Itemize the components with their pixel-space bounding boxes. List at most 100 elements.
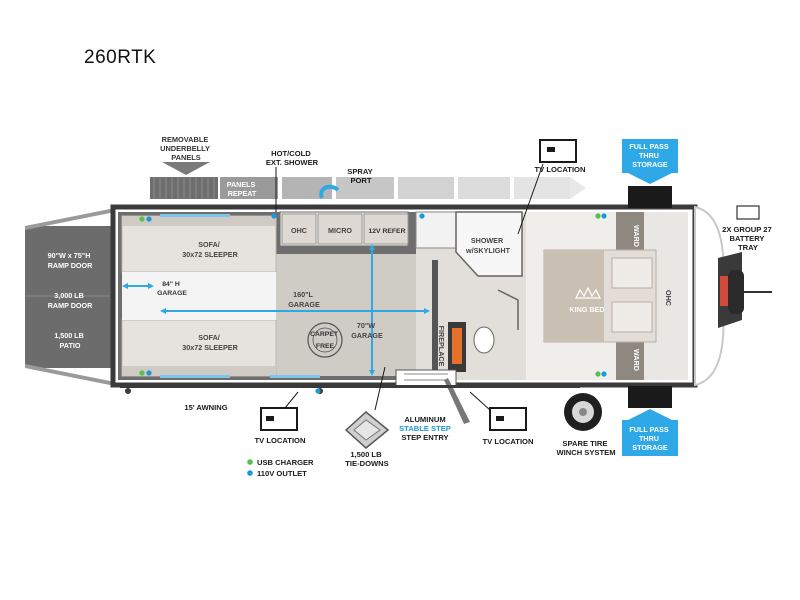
panels-repeat-label: REPEAT — [228, 189, 257, 198]
svg-text:SPARE TIRE WINCH SYSTEM: SPARE TIRE WINCH SYSTEM — [556, 439, 615, 457]
step-entry-label: STEP ENTRY — [401, 433, 448, 442]
svg-text:84" H GARAGE: 84" H GARAGE — [157, 281, 187, 297]
tie-downs-label: TIE-DOWNS — [345, 459, 388, 468]
ramp-door-size-label: 90"W x 75"H — [48, 251, 91, 260]
svg-text:90"W x 75"H RAMP DOOR: 90"W x 75"H RAMP DOOR — [48, 251, 93, 270]
garage-height-label: 84" H — [162, 281, 180, 288]
full-pass-top-label: STORAGE — [632, 160, 668, 169]
awning-label: 15' AWNING — [184, 403, 227, 412]
full-pass-storage-top — [622, 139, 678, 208]
dimension-arrows — [122, 244, 430, 376]
hot-cold-shower-label: EXT. SHOWER — [266, 158, 319, 167]
svg-text:CARPET FREE: CARPET FREE — [310, 331, 340, 350]
hose-icon — [319, 184, 340, 199]
sofa-top-label: 30x72 SLEEPER — [182, 250, 238, 259]
tv-location-right-label: TV LOCATION — [483, 437, 534, 446]
full-pass-bottom-label: STORAGE — [632, 443, 668, 452]
svg-text:REMOVABLE UNDERBELLY P: REMOVABLE UNDERBELLY PANELS — [160, 135, 212, 162]
legend: USB CHARGER 110V OUTLET — [247, 458, 314, 478]
carpet-free-label: FREE — [316, 343, 335, 350]
patio-label: PATIO — [60, 341, 81, 350]
patio-label: 1,500 LB — [54, 331, 84, 340]
ohc-kitchen-label: OHC — [291, 226, 307, 235]
garage-length-label: GARAGE — [288, 300, 320, 309]
svg-text:2X GROUP 27 BATTERY TR: 2X GROUP 27 BATTERY TRAY — [722, 225, 774, 252]
svg-text:SOFA/ 30x72 SLEEPER: SOFA/ 30x72 SLEEPER — [182, 333, 238, 352]
svg-text:3,000 LB RAMP DOOR: 3,000 LB RAMP DOOR — [48, 291, 93, 310]
sofa-top-label: SOFA/ — [198, 240, 220, 249]
svg-text:70"W GARAGE: 70"W GARAGE — [351, 321, 383, 340]
removable-panels-label: PANELS — [171, 153, 200, 162]
garage-width-label: 70"W — [357, 321, 375, 330]
tv-icon — [489, 407, 527, 431]
svg-text:1,500 LB PATIO: 1,500 LB PATIO — [54, 331, 86, 350]
removable-panels-label: UNDERBELLY — [160, 144, 210, 153]
hitch — [718, 252, 772, 328]
ohc-bed-label: OHC — [664, 290, 673, 306]
refer-label: 12V REFER — [368, 228, 405, 235]
tv-icon — [539, 139, 577, 163]
svg-text:FULL PASS THRU STORAGE: FULL PASS THRU STORAGE — [629, 142, 670, 169]
svg-text:1,500 LB TIE-DOWNS: 1,500 LB TIE-DOWNS — [345, 450, 388, 468]
svg-text:HOT/COLD EXT. SHOWER: HOT/COLD EXT. SHOWER — [266, 149, 319, 167]
tv-icon — [260, 407, 298, 431]
spare-tire-label: SPARE TIRE — [562, 439, 607, 448]
step-entry-label: ALUMINUM — [404, 415, 445, 424]
sofa-bottom-label: SOFA/ — [198, 333, 220, 342]
shower-label: w/SKYLIGHT — [465, 246, 511, 255]
legend-outlet-label: 110V OUTLET — [257, 469, 307, 478]
down-arrow-icon — [162, 162, 210, 175]
outlet-markers — [139, 213, 607, 394]
full-pass-top-label: FULL PASS — [629, 142, 668, 151]
garage-length-label: 160"L — [293, 290, 313, 299]
battery-icon — [736, 205, 760, 220]
tie-down-icon — [344, 411, 390, 449]
outlet-dot — [247, 470, 253, 476]
step-entry-label: STABLE STEP — [399, 424, 451, 433]
ramp-door-weight-label: 3,000 LB — [54, 291, 84, 300]
battery-tray-label: BATTERY — [729, 234, 764, 243]
tv-location-top-label: TV LOCATION — [535, 165, 586, 174]
full-pass-bottom-label: THRU — [639, 434, 659, 443]
svg-text:160"L GARAGE: 160"L GARAGE — [288, 290, 320, 309]
spare-tire-icon — [564, 393, 602, 431]
shower-label: SHOWER — [471, 236, 504, 245]
carpet-free-stamp — [307, 322, 343, 358]
tie-downs-label: 1,500 LB — [350, 450, 382, 459]
hot-cold-shower-label: HOT/COLD — [271, 149, 311, 158]
micro-label: MICRO — [328, 226, 352, 235]
spray-port-label: SPRAY — [347, 167, 372, 176]
battery-tray-label: TRAY — [738, 243, 758, 252]
full-pass-top-label: THRU — [639, 151, 659, 160]
garage-width-label: GARAGE — [351, 331, 383, 340]
legend-usb-label: USB CHARGER — [257, 458, 314, 467]
ramp-door-weight-label: RAMP DOOR — [48, 301, 93, 310]
crown-icon — [575, 286, 601, 299]
garage-height-label: GARAGE — [157, 290, 187, 297]
svg-text:SHOWER w/SKYLIGHT: SHOWER w/SKYLIGHT — [465, 236, 511, 255]
fireplace-label: FIREPLACE — [437, 326, 446, 367]
battery-tray-label: 2X GROUP 27 — [722, 225, 772, 234]
spray-port-label: PORT — [350, 176, 371, 185]
ward-top-label: WARD — [632, 225, 641, 247]
sofa-bottom-label: 30x72 SLEEPER — [182, 343, 238, 352]
model-title: 260RTK — [84, 47, 157, 68]
full-pass-storage-bottom — [622, 386, 678, 456]
svg-text:FULL PASS THRU STORAGE: FULL PASS THRU STORAGE — [629, 425, 670, 452]
ward-bottom-label: WARD — [632, 349, 641, 371]
full-pass-bottom-label: FULL PASS — [629, 425, 668, 434]
svg-text:SOFA/ 30x72 SLEEPER: SOFA/ 30x72 SLEEPER — [182, 240, 238, 259]
removable-panels-label: REMOVABLE — [162, 135, 209, 144]
usb-charger-dot — [247, 459, 253, 465]
carpet-free-label: CARPET — [310, 331, 339, 338]
svg-text:PANELS REPEAT: PANELS REPEAT — [227, 180, 258, 198]
svg-text:SPRAY PORT: SPRAY PORT — [347, 167, 374, 185]
callout-lines — [275, 163, 544, 411]
trailer-body — [25, 204, 725, 424]
ramp-door-size-label: RAMP DOOR — [48, 261, 93, 270]
tv-location-left-label: TV LOCATION — [255, 436, 306, 445]
king-bed-label: KING BED — [569, 305, 604, 314]
panels-repeat-label: PANELS — [227, 180, 256, 189]
spare-tire-label: WINCH SYSTEM — [556, 448, 615, 457]
